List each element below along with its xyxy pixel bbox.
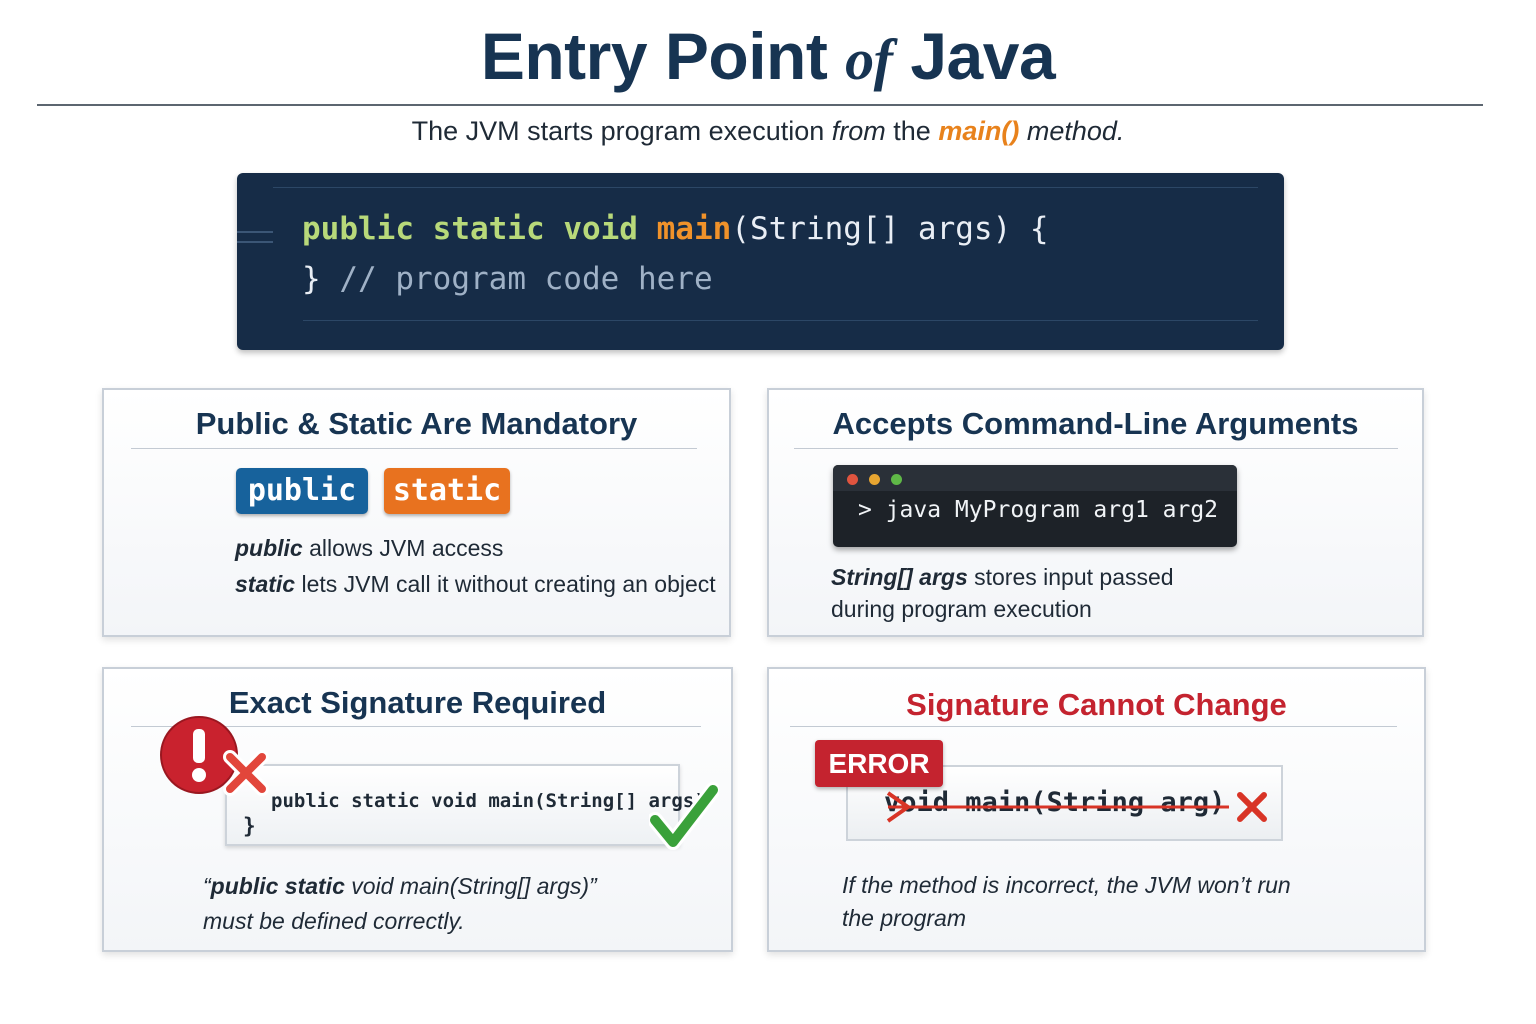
static-pill: static (384, 468, 510, 514)
card-divider (794, 448, 1398, 449)
main-code-panel: public static void main(String[] args) {… (237, 173, 1284, 350)
card-title: Signature Cannot Change (906, 687, 1287, 722)
card-title: Accepts Command-Line Arguments (832, 406, 1359, 441)
title-of: of (845, 27, 893, 92)
traffic-light-red-icon (847, 474, 858, 485)
card-title: Public & Static Are Mandatory (195, 406, 638, 441)
grip-icon (237, 231, 273, 243)
traffic-light-green-icon (891, 474, 902, 485)
public-pill: public (236, 468, 368, 514)
subtitle: The JVM starts program execution from th… (411, 116, 1125, 146)
checkmark-icon (649, 782, 719, 850)
card-description: public allows JVM access static lets JVM… (235, 535, 716, 597)
card-divider (131, 726, 701, 727)
terminal-command: > java MyProgram arg1 arg2 (858, 497, 1219, 523)
card-public-static: Public & Static Are Mandatory public sta… (102, 388, 731, 637)
terminal-title-bar (833, 465, 1237, 491)
card-command-line: Accepts Command-Line Arguments > java My… (767, 388, 1424, 637)
card-divider (790, 726, 1397, 727)
main-keyword: main() (938, 116, 1020, 146)
card-description: If the method is incorrect, the JVM won’… (842, 872, 1291, 931)
card-divider (131, 448, 697, 449)
page-title: Entry Point of Java (480, 19, 1056, 93)
cross-icon (223, 750, 269, 796)
card-exact-signature: Exact Signature Required public static v… (102, 667, 733, 952)
error-badge: ERROR (815, 740, 943, 787)
title-divider (37, 104, 1483, 106)
strike-arrow-icon (886, 791, 1267, 823)
signature-code-snippet: public static void main(String[] args) } (225, 764, 706, 846)
code-guide-line (303, 320, 1258, 321)
traffic-light-yellow-icon (869, 474, 880, 485)
card-description: String[] args stores input passed during… (831, 564, 1174, 622)
code-line-signature: public static void main(String[] args) { (302, 211, 1049, 247)
card-title: Exact Signature Required (228, 685, 607, 720)
code-guide-line (273, 187, 1258, 188)
code-line-body: } // program code here (302, 261, 713, 297)
terminal-window: > java MyProgram arg1 arg2 (833, 465, 1237, 547)
card-signature-cannot-change: Signature Cannot Change void main(String… (767, 667, 1426, 952)
card-description: “public static void main(String[] args)”… (203, 873, 597, 934)
